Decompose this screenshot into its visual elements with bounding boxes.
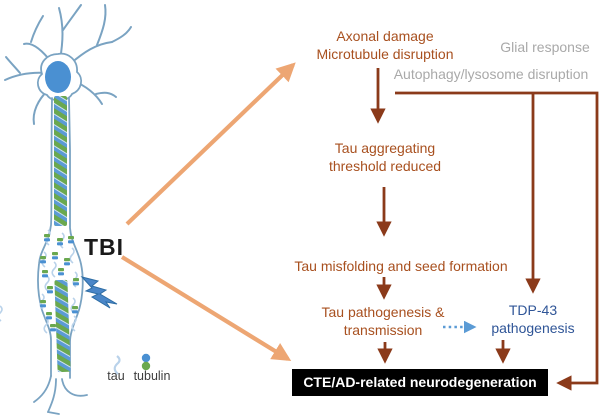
arrow-tbi-to-axonal-damage [125,62,296,226]
microtubule-band-upper [54,96,67,226]
node-tau-aggregating-line2: threshold reduced [328,158,442,174]
arrow-tbi-to-outcome [120,255,292,361]
node-tdp43-line2: pathogenesis [491,320,575,336]
impact-bolt-icon [80,276,118,309]
node-glial-response: Glial response [490,38,600,56]
node-tdp43: TDP-43 pathogenesis [478,301,588,337]
tubulin-dimer-icon [141,361,151,371]
node-tdp43-line1: TDP-43 [508,302,558,318]
legend-tau-label: tau [107,369,125,383]
tbi-label: TBI [84,234,125,260]
tbi-arrows [120,62,296,361]
node-tau-pathogenesis-line1: Tau pathogenesis & [321,304,445,320]
pathway-arrows [370,68,599,391]
node-axonal-damage-line2: Microtubule disruption [316,46,454,62]
legend-tubulin-label: tubulin [133,369,171,383]
node-tau-aggregating-line1: Tau aggregating [334,140,436,156]
outcome-box: CTE/AD-related neurodegeneration [292,369,548,396]
legend-icons [113,353,151,375]
node-tau-misfolding: Tau misfolding and seed formation [285,257,517,275]
microtubule-band-lower [54,279,71,373]
node-tau-pathogenesis: Tau pathogenesis & transmission [300,303,466,339]
outcome-label: CTE/AD-related neurodegeneration [303,374,537,390]
autophagy-bracket-line [395,91,599,391]
node-axonal-damage-line1: Axonal damage [336,28,434,44]
tau-squiggle-icon [113,355,121,375]
tubulin-dimer-icon [141,353,151,363]
node-tau-aggregating: Tau aggregating threshold reduced [305,139,465,175]
soma-nucleus [45,61,71,93]
node-glial-response-line1: Glial response [500,39,590,55]
node-tau-pathogenesis-line2: transmission [343,322,423,338]
node-autophagy: Autophagy/lysosome disruption [385,65,597,83]
node-autophagy-line1: Autophagy/lysosome disruption [393,66,589,82]
node-tau-misfolding-line1: Tau misfolding and seed formation [294,258,508,274]
node-axonal-damage: Axonal damage Microtubule disruption [295,27,475,63]
neuron-illustration [0,4,132,415]
